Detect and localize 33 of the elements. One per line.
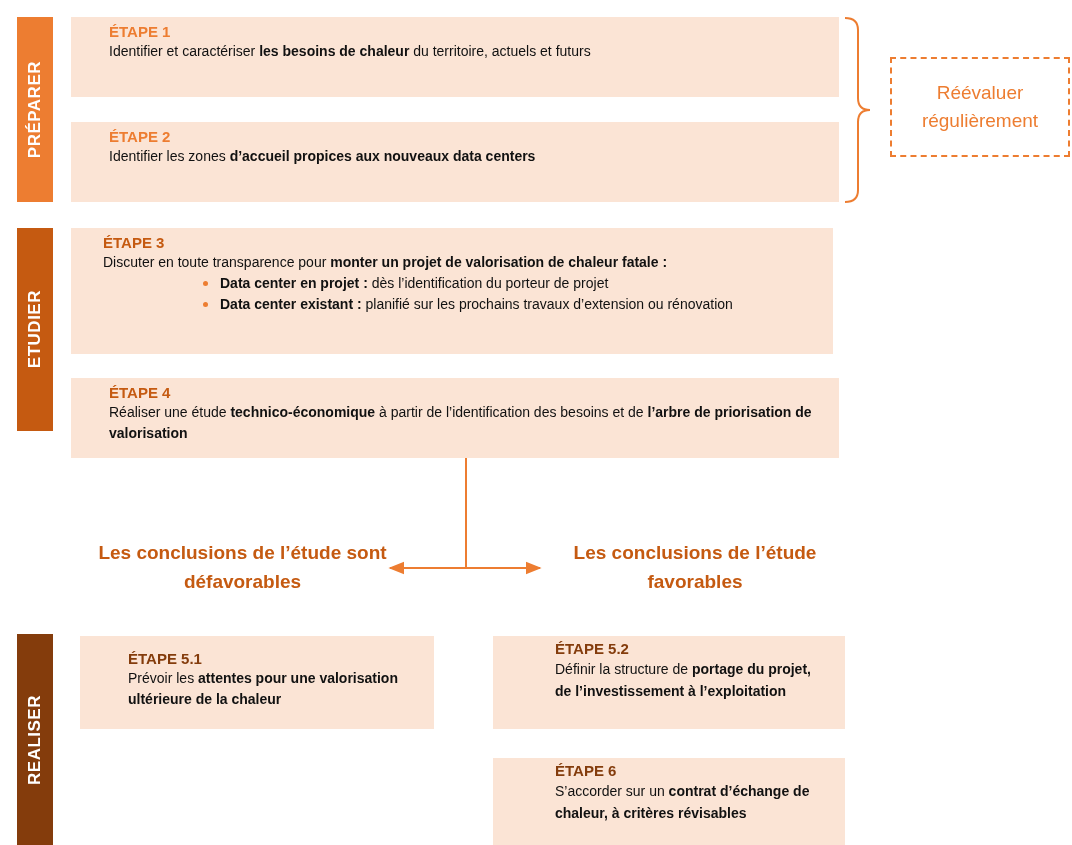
- step-heading: ÉTAPE 5.1: [128, 650, 202, 667]
- step-box: [80, 636, 434, 729]
- conclusion-text: Les conclusions de l’étude favorables: [540, 538, 850, 602]
- phase-band: [17, 228, 53, 431]
- phase-label: PRÉPARER: [25, 60, 45, 159]
- step-text: Data center existant : planifié sur les prochains travaux d’extension ou rénovation: [220, 295, 733, 314]
- step-box: [71, 228, 833, 354]
- step-text: Définir la structure de portage du projet, de l’investissement à l’exploitation: [555, 660, 812, 702]
- step-heading: ÉTAPE 5.2: [555, 640, 629, 657]
- step-text: Identifier les zones d’accueil propices aux nouveaux data centers: [109, 147, 537, 166]
- step-text: Discuter en toute transparence pour monter un projet de valorisation de chaleur fatale :: [103, 253, 669, 272]
- step-heading: ÉTAPE 3: [103, 234, 165, 251]
- step-text: Prévoir les attentes pour une valorisation ultérieure de la chaleur: [128, 669, 399, 709]
- phase-label: REALISER: [25, 694, 45, 785]
- step-box: [71, 17, 839, 97]
- arrow: [465, 457, 542, 575]
- conclusion-text: Les conclusions de l’étude sont défavorables: [95, 538, 390, 602]
- step-box: [493, 758, 845, 845]
- step-heading: ÉTAPE 1: [109, 23, 171, 40]
- step-text: S’accorder sur un contrat d’échange de chaleur, à critères révisables: [555, 782, 811, 824]
- dashed-note-box: Réévaluer régulièrement: [890, 57, 1070, 157]
- phase-band: [17, 17, 53, 202]
- step-box: [71, 122, 839, 202]
- step-heading: ÉTAPE 2: [109, 128, 171, 145]
- step-text: Réaliser une étude technico-économique à partir de l’identification des besoins et de l’arbre de priorisation de valorisation: [109, 403, 813, 443]
- step-heading: ÉTAPE 4: [109, 384, 171, 401]
- step-text: Identifier et caractériser les besoins de chaleur du territoire, actuels et futurs: [109, 42, 592, 61]
- phase-label: ETUDIER: [25, 290, 45, 369]
- step-heading: ÉTAPE 6: [555, 762, 617, 779]
- step-box: [71, 378, 839, 458]
- step-text: Data center en projet : dès l’identification du porteur de projet: [220, 274, 609, 293]
- phase-band: [17, 634, 53, 845]
- step-box: [493, 636, 845, 729]
